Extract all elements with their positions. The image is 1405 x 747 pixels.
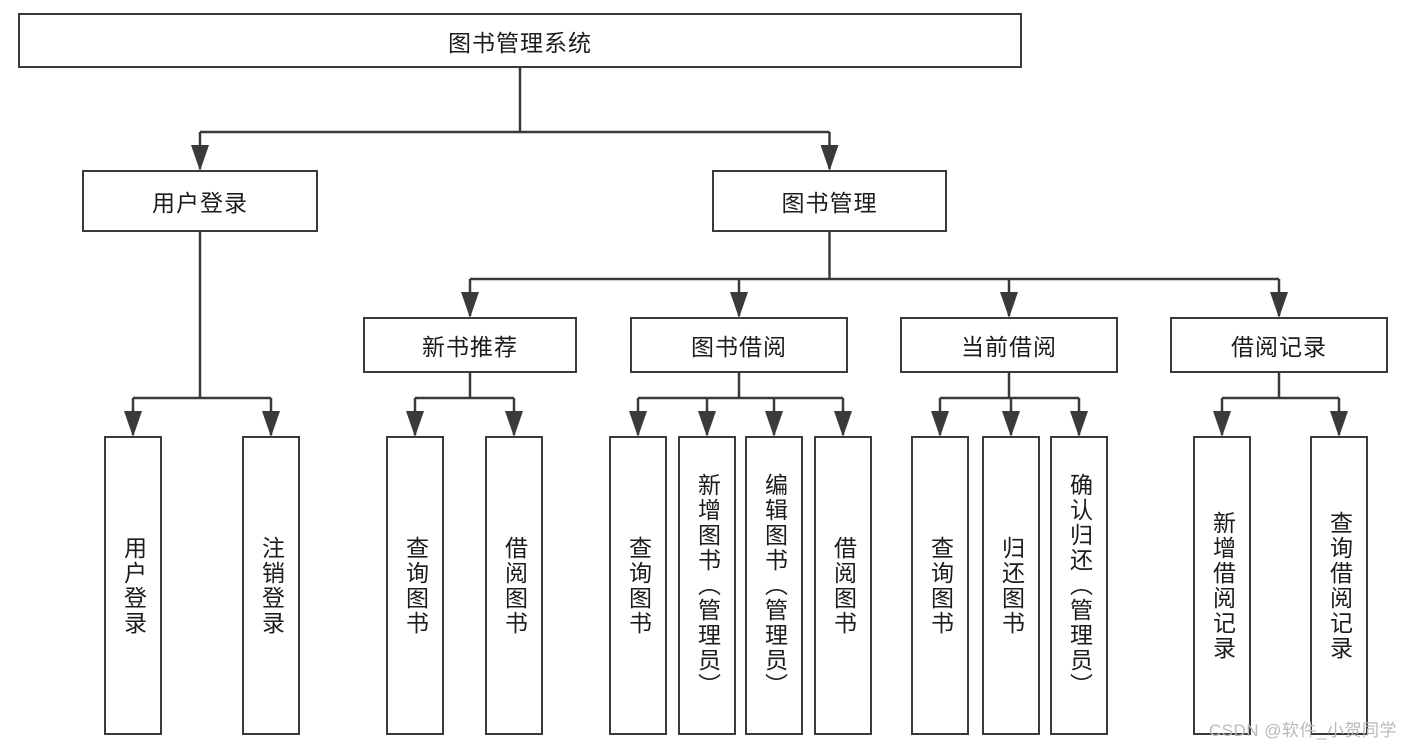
watermark: CSDN @软件_小贺同学 bbox=[1208, 721, 1397, 740]
arrowhead-icon bbox=[1070, 411, 1088, 437]
arrowhead-icon bbox=[461, 292, 479, 318]
node-label: 确认归还（管理员） bbox=[1066, 473, 1093, 698]
arrowhead-icon bbox=[730, 292, 748, 318]
node-label: 归还图书 bbox=[998, 535, 1025, 636]
node-label: 借阅图书 bbox=[501, 535, 528, 636]
arrowhead-icon bbox=[406, 411, 424, 437]
node-leaf-query3[interactable]: 查询图书 bbox=[911, 436, 969, 735]
node-label: 图书管理 bbox=[781, 190, 878, 216]
arrowhead-icon bbox=[191, 145, 209, 171]
arrowhead-icon bbox=[505, 411, 523, 437]
node-label: 借阅图书 bbox=[830, 535, 857, 636]
node-leaf-add[interactable]: 新增图书（管理员） bbox=[678, 436, 736, 735]
node-current[interactable]: 当前借阅 bbox=[900, 317, 1118, 373]
node-leaf-login[interactable]: 用户登录 bbox=[104, 436, 162, 735]
node-label: 新增图书（管理员） bbox=[694, 473, 721, 698]
arrowhead-icon bbox=[1330, 411, 1348, 437]
node-label: 查询图书 bbox=[625, 535, 652, 636]
node-label: 注销登录 bbox=[258, 535, 285, 636]
node-newbook[interactable]: 新书推荐 bbox=[363, 317, 577, 373]
arrowhead-icon bbox=[1000, 292, 1018, 318]
arrowhead-icon bbox=[765, 411, 783, 437]
node-borrow[interactable]: 图书借阅 bbox=[630, 317, 848, 373]
node-label: 编辑图书（管理员） bbox=[761, 473, 788, 698]
node-label: 用户登录 bbox=[152, 190, 248, 216]
node-label: 查询借阅记录 bbox=[1326, 510, 1353, 661]
node-leaf-addrec[interactable]: 新增借阅记录 bbox=[1193, 436, 1251, 735]
arrowhead-icon bbox=[698, 411, 716, 437]
arrowhead-icon bbox=[124, 411, 142, 437]
node-label: 查询图书 bbox=[927, 535, 954, 636]
node-leaf-confirm[interactable]: 确认归还（管理员） bbox=[1050, 436, 1108, 735]
node-label: 借阅记录 bbox=[1231, 334, 1327, 360]
node-label: 图书管理系统 bbox=[448, 29, 592, 56]
node-label: 图书借阅 bbox=[691, 334, 787, 360]
node-label: 新书推荐 bbox=[422, 334, 518, 360]
node-leaf-edit[interactable]: 编辑图书（管理员） bbox=[745, 436, 803, 735]
arrowhead-icon bbox=[629, 411, 647, 437]
node-label: 用户登录 bbox=[120, 535, 147, 636]
arrowhead-icon bbox=[1213, 411, 1231, 437]
node-bookmgmt[interactable]: 图书管理 bbox=[712, 170, 947, 232]
arrowhead-icon bbox=[820, 145, 839, 171]
node-leaf-borrow2[interactable]: 借阅图书 bbox=[814, 436, 872, 735]
node-label: 当前借阅 bbox=[961, 334, 1057, 360]
arrowhead-icon bbox=[931, 411, 949, 437]
node-records[interactable]: 借阅记录 bbox=[1170, 317, 1388, 373]
node-leaf-logout[interactable]: 注销登录 bbox=[242, 436, 300, 735]
arrowhead-icon bbox=[262, 411, 280, 437]
node-login[interactable]: 用户登录 bbox=[82, 170, 318, 232]
node-leaf-borrow1[interactable]: 借阅图书 bbox=[485, 436, 543, 735]
node-leaf-return[interactable]: 归还图书 bbox=[982, 436, 1040, 735]
node-leaf-query2[interactable]: 查询图书 bbox=[609, 436, 667, 735]
arrowhead-icon bbox=[834, 411, 852, 437]
node-root[interactable]: 图书管理系统 bbox=[18, 13, 1022, 68]
node-leaf-qryrec[interactable]: 查询借阅记录 bbox=[1310, 436, 1368, 735]
node-label: 新增借阅记录 bbox=[1209, 510, 1236, 661]
node-label: 查询图书 bbox=[402, 535, 429, 636]
arrowhead-icon bbox=[1002, 411, 1020, 437]
arrowhead-icon bbox=[1270, 292, 1288, 318]
node-leaf-query1[interactable]: 查询图书 bbox=[386, 436, 444, 735]
